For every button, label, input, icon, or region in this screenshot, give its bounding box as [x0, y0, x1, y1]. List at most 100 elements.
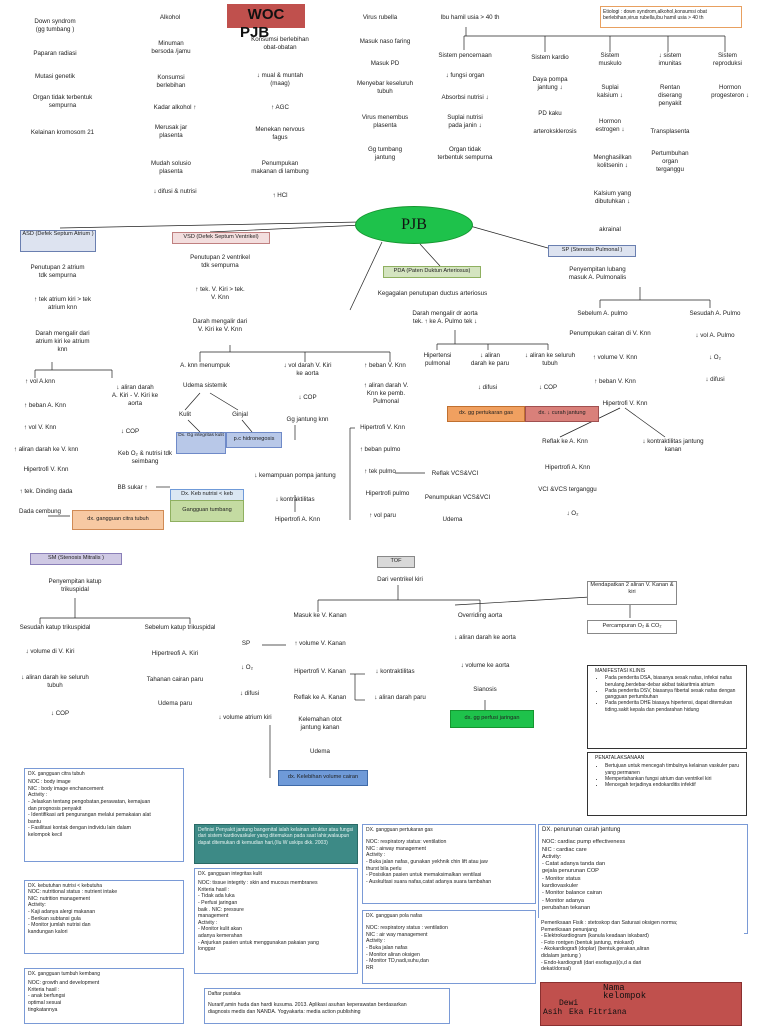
rubella-step: Menyebar keseluruh tubuh: [356, 80, 414, 95]
obat-step: ↓ mual & muntah (maag): [256, 72, 304, 87]
asd-step: Darah mengalir dari atrium kiri ke atriu…: [35, 330, 90, 353]
nama-item: Eka Fitriana: [569, 1008, 627, 1017]
sp-before: ↑ beban V. Knn: [594, 378, 636, 385]
asd-left: ↑ vol V. Knn: [23, 424, 57, 431]
sp-box: SP (Stenosis Pulmonal ): [548, 245, 636, 257]
vsd-a: A. knn menumpuk: [180, 362, 230, 369]
alkohol-step: ↓ difusi & nutrisi: [153, 188, 197, 195]
pencernaan-step: Suplai nutrisi pada janin ↓: [447, 114, 483, 129]
kardio-step: arteroksklerosis: [533, 128, 577, 135]
sistem-kardio: Sistem kardio: [531, 54, 569, 61]
asd-left: ↑ aliran darah ke V. knn: [13, 446, 79, 453]
etiologi-note: Etiologi : down syndrom,alkohol,konsumsi…: [600, 6, 742, 28]
vsd-d: ↓ kontraktilitas: [275, 496, 315, 503]
tof-overriding: Sianosis: [473, 686, 497, 693]
down-step: Organ tidak terbentuk sempurna: [32, 94, 93, 109]
imunitas-step: Transplasenta: [650, 128, 690, 135]
vsd-d: ↓ kemampuan pompa jantung: [254, 472, 336, 479]
muskulo-step: Menghasilkan kolitsenin ↓: [593, 154, 632, 169]
pencernaan-step: Organ tidak terbentuk sempurna: [437, 146, 493, 161]
cause-alkohol: Alkohol: [159, 14, 181, 21]
pjb-ellipse: PJB: [355, 206, 473, 244]
cause-ibu-hamil: Ibu hamil usia > 40 th: [440, 14, 500, 21]
percampuran-o2-co2: Percampuran O₂ & CO₂: [587, 620, 677, 634]
tof-masuk: Kelemahan otot jantung kanan: [298, 716, 342, 731]
sp-before: Sebelum A. pulmo: [577, 310, 628, 317]
sp-before: ↑ volume V. Knn: [592, 354, 638, 361]
reproduksi-step: Hormon progesteron ↓: [711, 84, 749, 99]
pda-step: Kegagalan penutupan ductus arteriosus: [377, 290, 488, 297]
sp-after: Sesudah A. Pulmo: [689, 310, 741, 317]
nutrisi-title: DX. kebutuhan nutrisi < kebutuha: [28, 883, 103, 889]
sm-sebelum: Hipertreofi A. Kiri: [151, 650, 199, 657]
pda-sub: ↓ aliran ke seluruh tubuh: [524, 352, 576, 367]
dx-pertukaran-gas: dx. gg pertukaran gas: [447, 406, 525, 422]
asd-right: ↓ aliran darah A. Kiri - V. Kiri ke aort…: [111, 384, 159, 407]
manifestasi-title: MANIFESTASI KLINIS: [595, 668, 646, 674]
tof-aliran-paru: ↓ aliran darah paru: [374, 694, 426, 701]
vsd-c: ↑ aliran darah V. Knn ke pemb. Pulmonal: [363, 382, 409, 405]
pda-step: Darah mengalir dr aorta tek. ↑ ke A. Pul…: [412, 310, 478, 325]
penatalaksanaan-title: PENATALAKSANAAN: [595, 755, 645, 761]
vsd-step: ↑ tek. V. Kiri > tek. V. Knn: [195, 286, 245, 301]
imunitas-step: Pertumbuhan organ terganggu: [651, 150, 689, 173]
sp-after: ↓ difusi: [705, 376, 725, 383]
pustaka-title: Daftar pustaka: [208, 991, 241, 997]
dx-hidronegosis: p.c hidronegosis: [226, 432, 282, 448]
dx-citra-tubuh: dx. gangguan citra tubuh: [72, 510, 164, 530]
imunitas-step: Rentan diserang penyakit: [658, 84, 682, 107]
sistem-pencernaan: Sistem pencernaan: [438, 52, 492, 59]
curah-title: DX. penurunan curah jantung: [542, 827, 621, 833]
woc-title: WOC: [227, 4, 305, 28]
obat-step: ↑ HCl: [272, 192, 288, 199]
vsd-a: Ginjal: [232, 411, 248, 418]
pertukaran-gas-panel: DX. gangguan pertukaran gas NOC: respira…: [362, 824, 536, 904]
integritas-body: NOC: tissue integrity : skin and mucous …: [198, 880, 319, 953]
tof-masuk: Udema: [310, 748, 330, 755]
nama-kelompok-panel: Nama kelompok Dewi Asih Eka Fitriana: [540, 982, 742, 1026]
sm-sebelum: Sebelum katup trikuspidal: [144, 624, 216, 631]
down-step: Paparan radiasi: [33, 50, 77, 57]
pola-nafas-panel: DX. gangguan pola nafas NOC: respiratory…: [362, 910, 536, 984]
vsd-a: Udema sistemik: [182, 382, 227, 389]
vsd-box: VSD (Defek Septum Ventrikel): [172, 232, 270, 244]
integritas-kulit-panel: DX. gangguan integritas kulit NOC: tissu…: [194, 868, 358, 974]
alkohol-step: Merusak jar plasenta: [154, 124, 188, 139]
muskulo-step: Suplai kalsium ↓: [597, 84, 623, 99]
asd-left: ↑ tek. Dinding dada: [19, 488, 73, 495]
asd-step: Penutupan 2 atrium tdk sempurna: [30, 264, 85, 279]
nutrisi-panel: DX. kebutuhan nutrisi < kebutuha NOC: nu…: [24, 880, 184, 954]
pda-sub: ↓ difusi: [477, 384, 498, 391]
vsd-d: Hipertrofi A. Knn: [274, 516, 321, 523]
tof-overriding: ↓ volume ke aorta: [460, 662, 510, 669]
muskulo-step: Kalsium yang dibutuhkan ↓: [593, 190, 632, 205]
sm-sesudah: ↓ COP: [50, 710, 70, 717]
down-step: Mutasi genetik: [35, 73, 75, 80]
dx-curah-jantung: dx. ↓ curah jantung: [525, 406, 599, 422]
cause-down-syndrom: Down syndrom (gg tumbang ): [34, 18, 76, 33]
tof-overriding: Overriding aorta: [457, 612, 503, 619]
manifestasi-item: Pada penderita DHE biasaya hipertensi, d…: [605, 700, 743, 713]
sp-tail: ↓ O₂: [566, 510, 579, 517]
nama-item: Asih: [543, 1008, 563, 1017]
vsd-c: ↑ beban pulmo: [359, 446, 401, 453]
pemeriksaan-panel: Pemeriksaan Fisik : stetoskop dan Satura…: [538, 918, 744, 984]
pencernaan-step: ↓ fungsi organ: [445, 72, 485, 79]
dx-kelebihan-cairan: dx. Kelebihan volume cairan: [278, 770, 368, 786]
sistem-imunitas: ↓ sistem imunitas: [658, 52, 682, 67]
sp-after: ↓ vol A. Pulmo: [695, 332, 735, 339]
dx-integritas-kulit: Dx. Gg integritas kulit: [176, 432, 226, 454]
curah-body: NOC: cardiac pump effectiveness NIC : ca…: [542, 839, 626, 911]
asd-step: ↑ tek atrium kiri > tek atrium knn: [34, 296, 91, 311]
pola-body: NOC: respiratory status : ventilation NI…: [366, 925, 448, 971]
reflak-vcs: Reflak VCS&VCI: [431, 470, 479, 477]
tof-step: Dari ventrikel kiri: [377, 576, 423, 583]
manifestasi-item: Pada penderita DSA, biasanya sesak nafas…: [605, 675, 743, 688]
sm-sebelum: Tahanan cairan paru: [146, 676, 204, 683]
sp-tail: VCI &VCS terganggu: [538, 486, 597, 493]
tumbuh-kembang-panel: DX. gangguan tumbuh kembang NOC: growth …: [24, 968, 184, 1024]
asd-left: Hipertrofi V. Knn: [23, 466, 69, 473]
penatalaksanaan-item: Mencegah terjadinya endokarditis infekti…: [605, 782, 743, 788]
manifestasi-item: Pada penderita DSV, biasanya fibertal se…: [605, 688, 743, 701]
